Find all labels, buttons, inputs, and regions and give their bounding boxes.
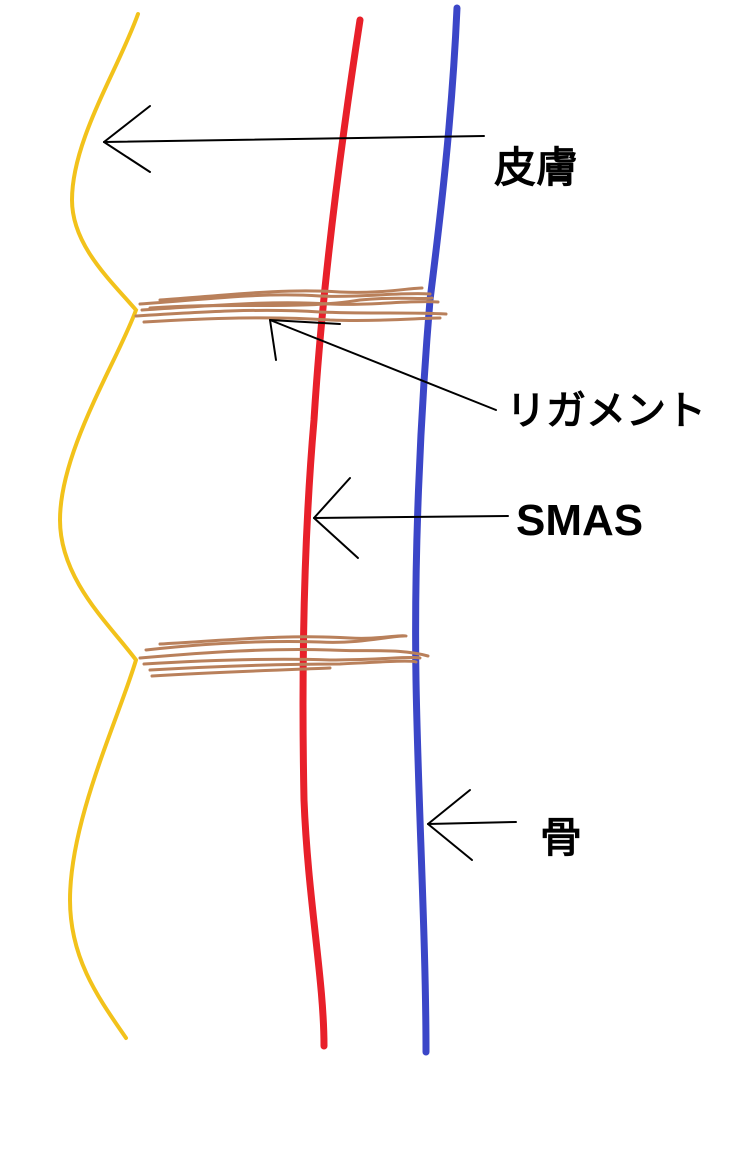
bone-arrow bbox=[428, 790, 516, 860]
bone-line bbox=[416, 8, 457, 1052]
ligament-upper bbox=[136, 288, 446, 322]
skin-label: 皮膚 bbox=[494, 134, 578, 195]
skin-arrow bbox=[104, 106, 484, 172]
smas-arrow bbox=[314, 478, 508, 558]
skin-line bbox=[60, 14, 138, 1038]
ligament-arrow bbox=[270, 320, 496, 410]
bone-label: 骨 bbox=[540, 804, 582, 865]
ligament-label: リガメント bbox=[506, 378, 706, 436]
smas-label: SMAS bbox=[516, 496, 643, 546]
ligament-lower bbox=[140, 636, 428, 676]
